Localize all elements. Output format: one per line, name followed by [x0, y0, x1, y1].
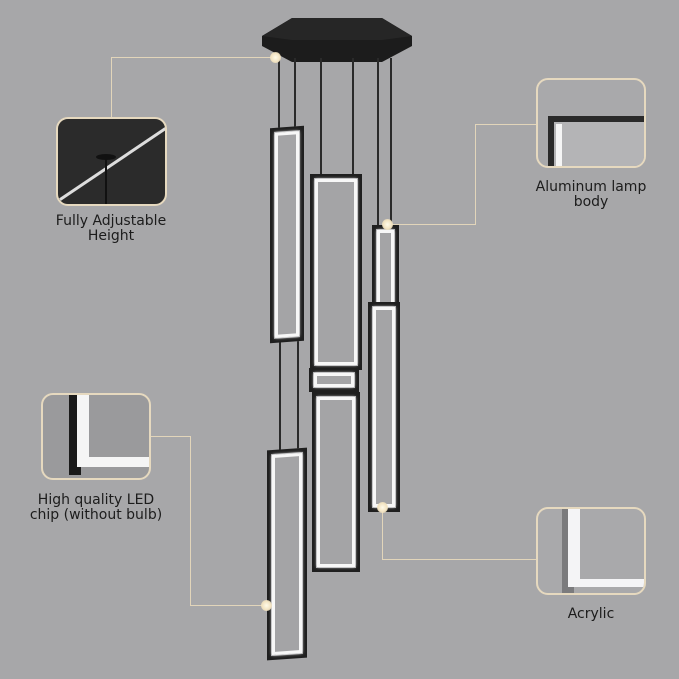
suspension-wire — [390, 58, 392, 226]
feature-label-led: High quality LED chip (without bulb) — [29, 492, 163, 523]
lamp-panel — [312, 392, 360, 572]
callout-dot — [261, 600, 272, 611]
suspension-wire — [279, 340, 281, 450]
lamp-panel — [368, 302, 400, 512]
suspension-wire — [377, 58, 379, 226]
lamp-panel — [270, 125, 304, 344]
callout-dot — [382, 219, 393, 230]
callout-dot — [270, 52, 281, 63]
leader-line — [150, 436, 190, 437]
leader-line — [111, 57, 112, 117]
suspension-wire — [294, 58, 296, 128]
feature-label-aluminum: Aluminum lamp body — [535, 179, 647, 210]
leader-line — [475, 124, 537, 125]
leader-line — [382, 559, 537, 560]
inset-acrylic — [536, 507, 646, 595]
leader-line — [475, 124, 476, 225]
lamp-panel — [310, 174, 362, 370]
feature-label-acrylic: Acrylic — [567, 606, 615, 622]
leader-line — [388, 224, 476, 225]
lamp-panel — [309, 368, 359, 392]
leader-line — [382, 505, 383, 560]
leader-line — [111, 57, 275, 58]
inset-led-chip — [41, 393, 151, 480]
feature-label-adjustable: Fully Adjustable Height — [55, 213, 167, 244]
suspension-wire — [352, 58, 354, 176]
leader-line — [190, 436, 191, 606]
lamp-panel — [267, 447, 307, 661]
callout-dot — [377, 502, 388, 513]
inset-aluminum-body — [536, 78, 646, 168]
inset-adjustable-height — [56, 117, 167, 206]
ceiling-canopy — [262, 18, 412, 62]
suspension-wire — [320, 58, 322, 176]
leader-line — [190, 605, 268, 606]
suspension-wire — [297, 340, 299, 450]
suspension-wire — [278, 58, 280, 128]
